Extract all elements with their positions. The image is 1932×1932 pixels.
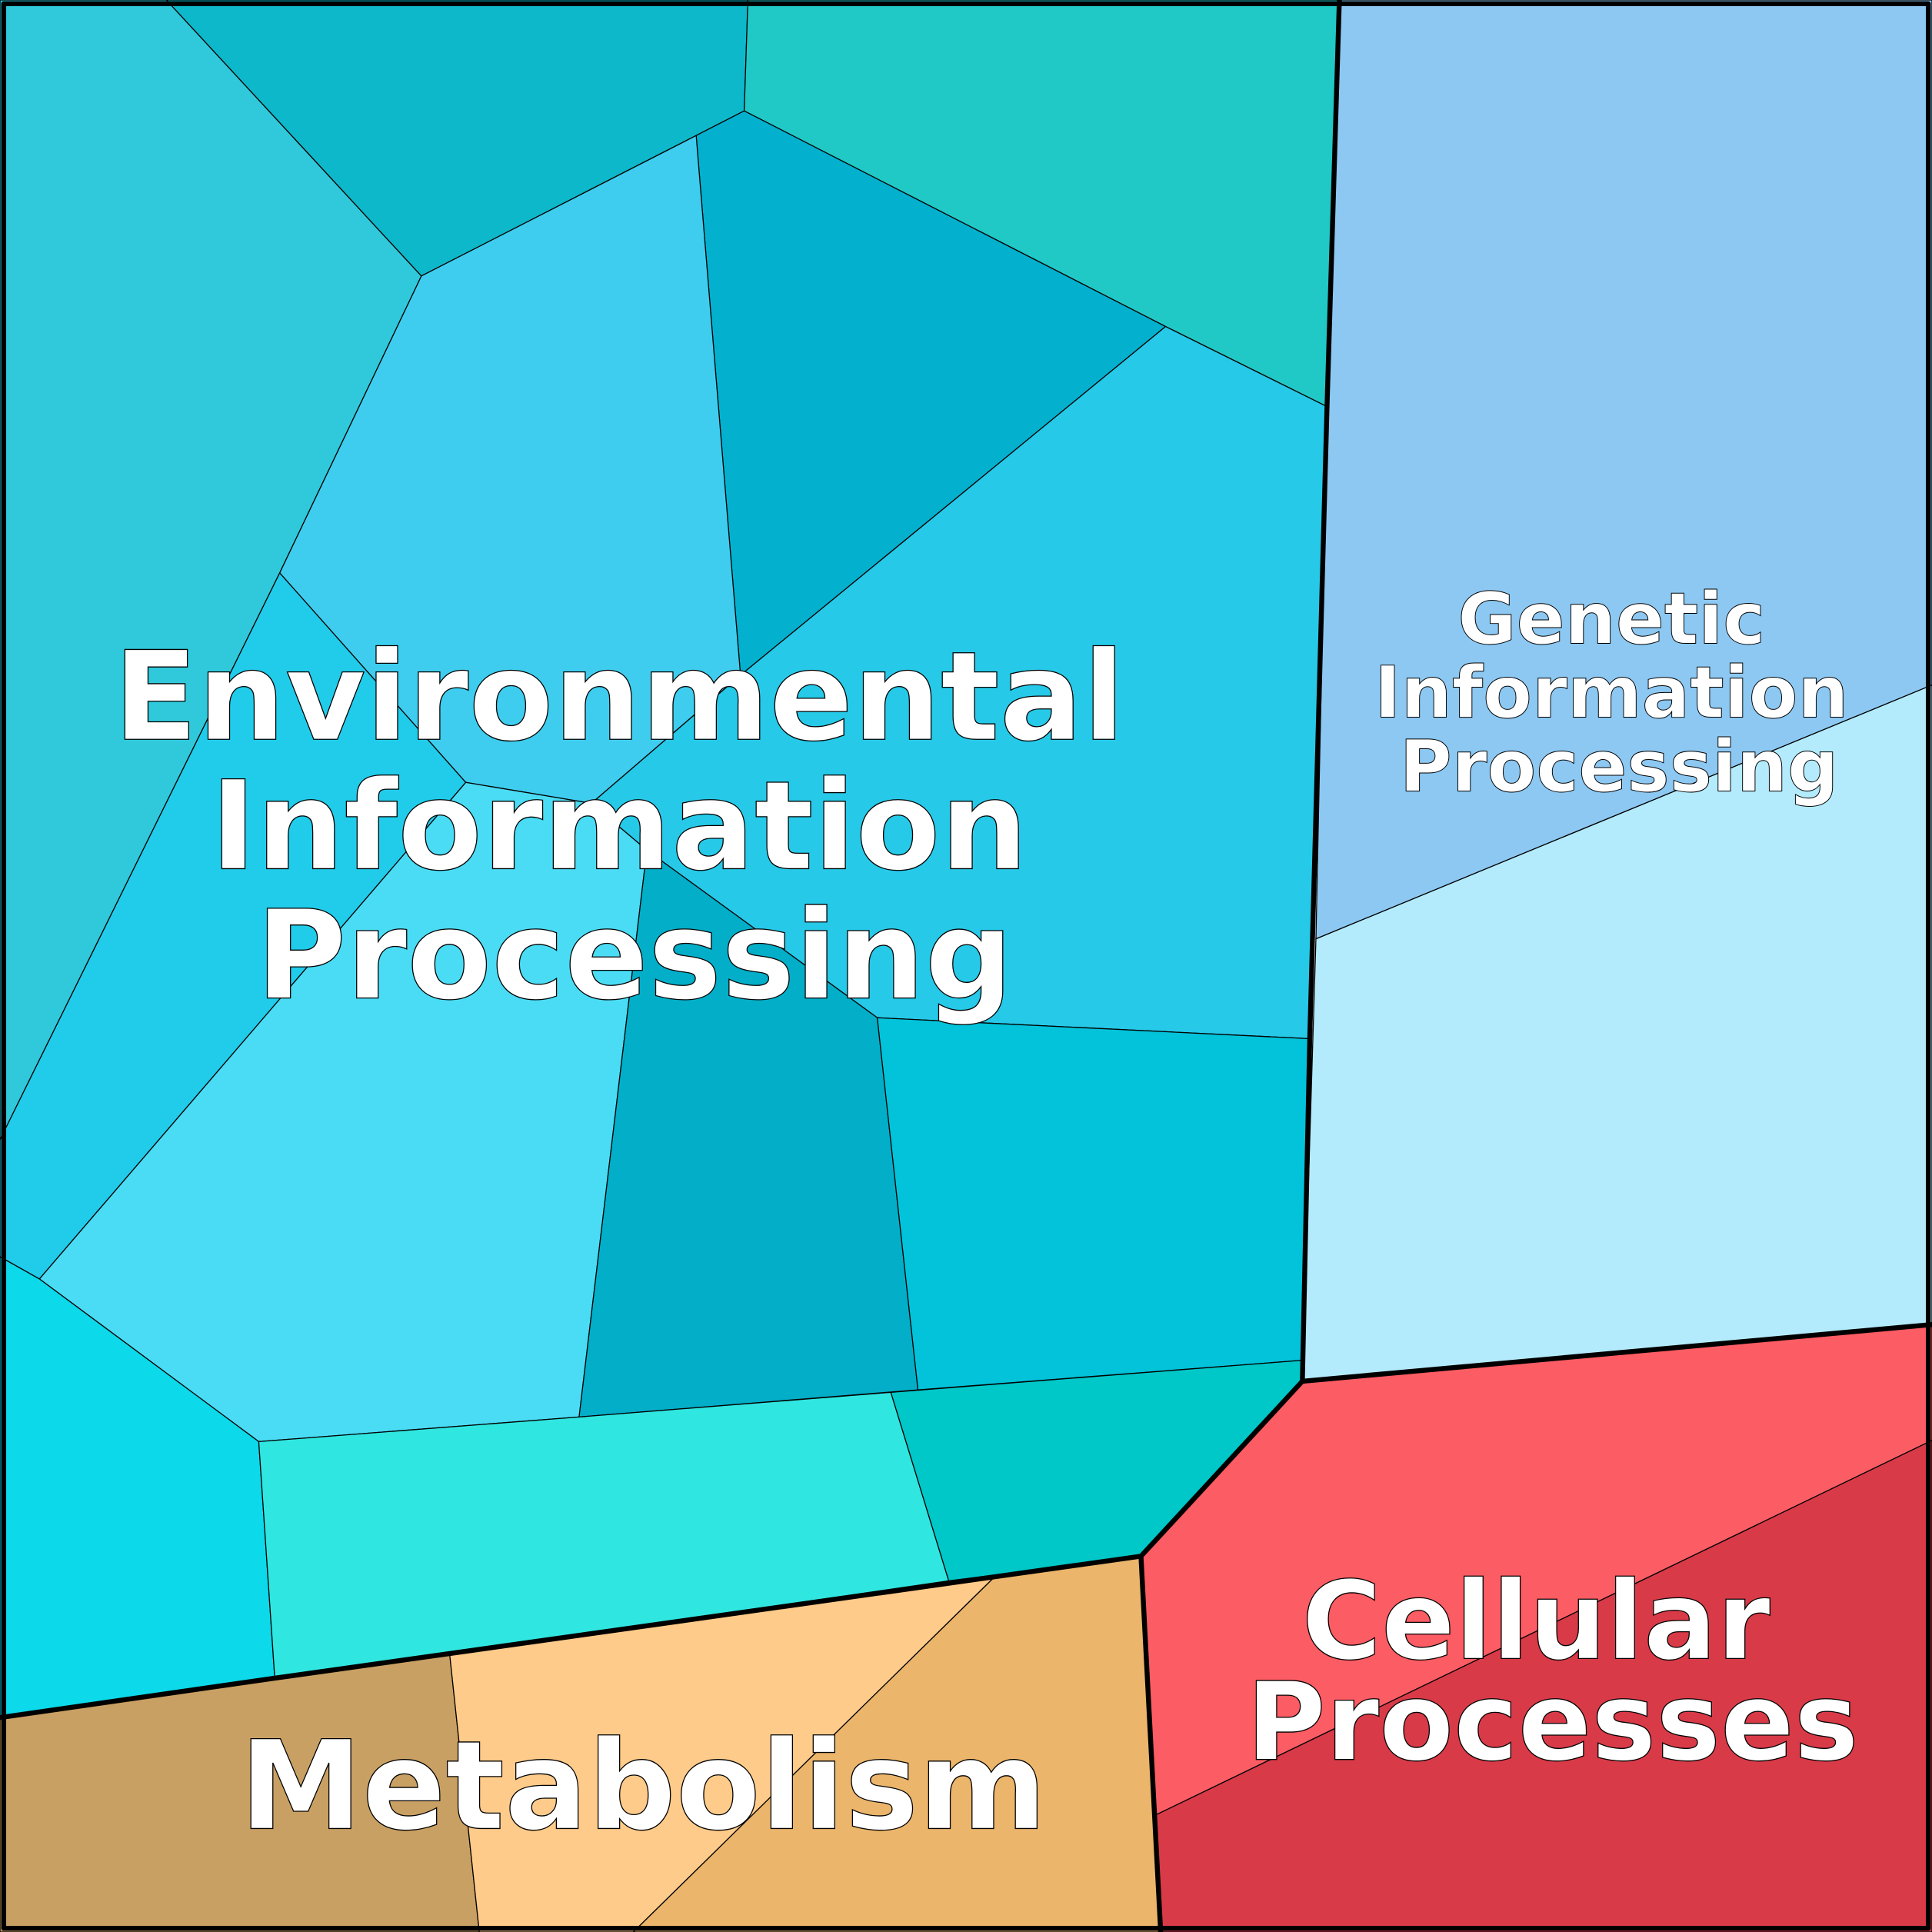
genetic-group [1301,0,1932,1382]
cell [876,1017,1311,1391]
environmental-label: Environmental Information Processing [114,625,1168,1027]
label-line: Information [211,754,1028,898]
label-line: Information [1374,651,1849,734]
label-line: Processing [256,884,1013,1028]
labels: Environmental Information Processing Gen… [113,577,1874,1858]
label-line: Metabolism [240,1714,1048,1857]
metabolism-label: Metabolism [240,1714,1048,1857]
label-line: Cellular [1302,1558,1771,1684]
environmental-group [0,0,1341,1718]
genetic-label: Genetic Information Processing [1374,577,1874,808]
label-line: Processing [1400,725,1839,808]
cellular-group [1140,1324,1932,1932]
label-line: Environmental [114,625,1125,768]
label-line: Processes [1246,1660,1858,1786]
label-line: Genetic [1457,577,1765,660]
cellular-label: Cellular Processes [1246,1558,1858,1785]
